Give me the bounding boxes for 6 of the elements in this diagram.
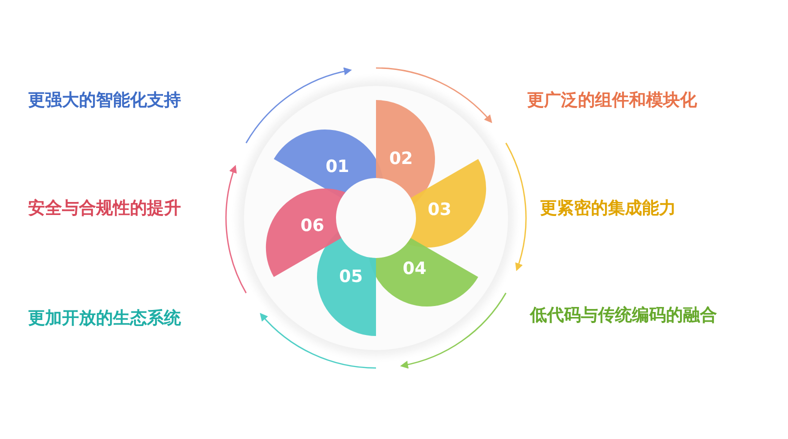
item-title: 低代码与传统编码的融合 [530,304,717,326]
item-title: 更强大的智能化支持 [28,90,181,112]
item-title: 更加开放的生态系统 [28,308,181,330]
item-title: 更紧密的集成能力 [540,198,676,220]
item-title: 安全与合规性的提升 [28,198,181,220]
item-title: 更广泛的组件和模块化 [527,90,697,112]
